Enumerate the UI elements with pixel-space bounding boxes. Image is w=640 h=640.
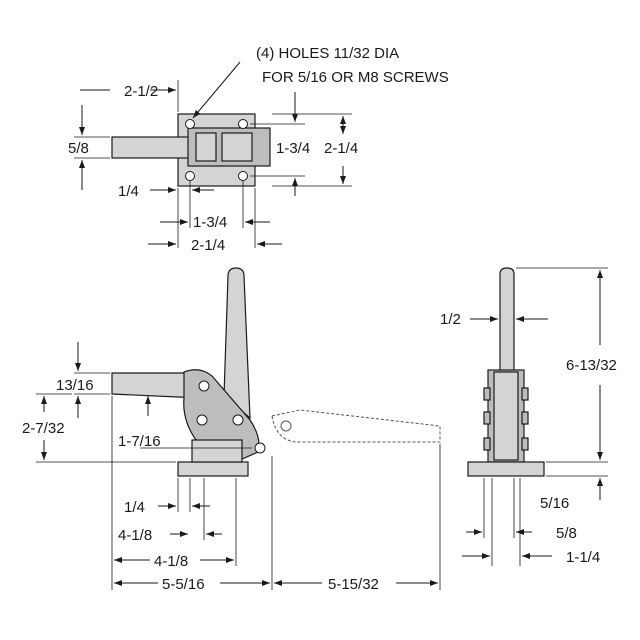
dim-5-8-top: 5/8 <box>68 140 89 157</box>
top-hole <box>185 119 195 129</box>
pivot <box>198 380 210 392</box>
top-body-slot <box>221 132 253 162</box>
hole-leader <box>192 61 241 119</box>
dim-6-13-32: 6-13/32 <box>566 357 617 374</box>
side-bolt <box>521 411 529 425</box>
ghost-pivot <box>280 420 292 432</box>
front-view <box>36 267 441 590</box>
top-link <box>195 132 217 162</box>
dim-5-15-32: 5-15/32 <box>328 576 379 593</box>
dim-4-1-8-b: 4-1/8 <box>154 553 188 570</box>
front-handle <box>223 267 251 420</box>
dim-1-2-side: 1/2 <box>440 311 461 328</box>
dim-13-16: 13/16 <box>56 377 94 394</box>
front-base-block <box>191 439 243 463</box>
top-view <box>74 61 352 248</box>
side-bolt <box>483 387 491 401</box>
side-bolt <box>521 387 529 401</box>
pivot <box>254 442 266 454</box>
front-link-plate <box>183 369 260 461</box>
dim-5-5-16: 5-5/16 <box>162 576 205 593</box>
dim-2-1-4-v: 2-1/4 <box>324 140 358 157</box>
dim-5-16-side: 5/16 <box>540 495 569 512</box>
side-base <box>467 461 545 477</box>
dim-1-4-top: 1/4 <box>118 183 139 200</box>
top-hole <box>238 171 248 181</box>
side-view <box>462 267 608 566</box>
pivot <box>232 414 244 426</box>
front-base <box>177 461 249 477</box>
dim-2-7-32: 2-7/32 <box>22 420 65 437</box>
side-bolt <box>483 437 491 451</box>
side-body-inner <box>493 371 519 461</box>
dim-1-3-4-h: 1-3/4 <box>193 214 227 231</box>
dim-2-1-4-h: 2-1/4 <box>191 237 225 254</box>
side-bolt <box>483 411 491 425</box>
hole-note-line1: (4) HOLES 11/32 DIA <box>256 45 399 62</box>
ghost-arm <box>271 409 441 443</box>
top-hole <box>185 171 195 181</box>
hole-note-line2: FOR 5/16 OR M8 SCREWS <box>262 69 449 86</box>
dim-5-8-side: 5/8 <box>556 525 577 542</box>
dim-1-1-4-side: 1-1/4 <box>566 549 600 566</box>
top-hole <box>238 119 248 129</box>
dim-1-3-4-v: 1-3/4 <box>276 140 310 157</box>
dim-1-7-16: 1-7/16 <box>118 433 161 450</box>
pivot <box>196 414 208 426</box>
side-bolt <box>521 437 529 451</box>
dim-4-1-8-a: 4-1/8 <box>118 527 152 544</box>
dim-1-4-front: 1/4 <box>124 499 145 516</box>
dim-2-1-2: 2-1/2 <box>124 83 158 100</box>
